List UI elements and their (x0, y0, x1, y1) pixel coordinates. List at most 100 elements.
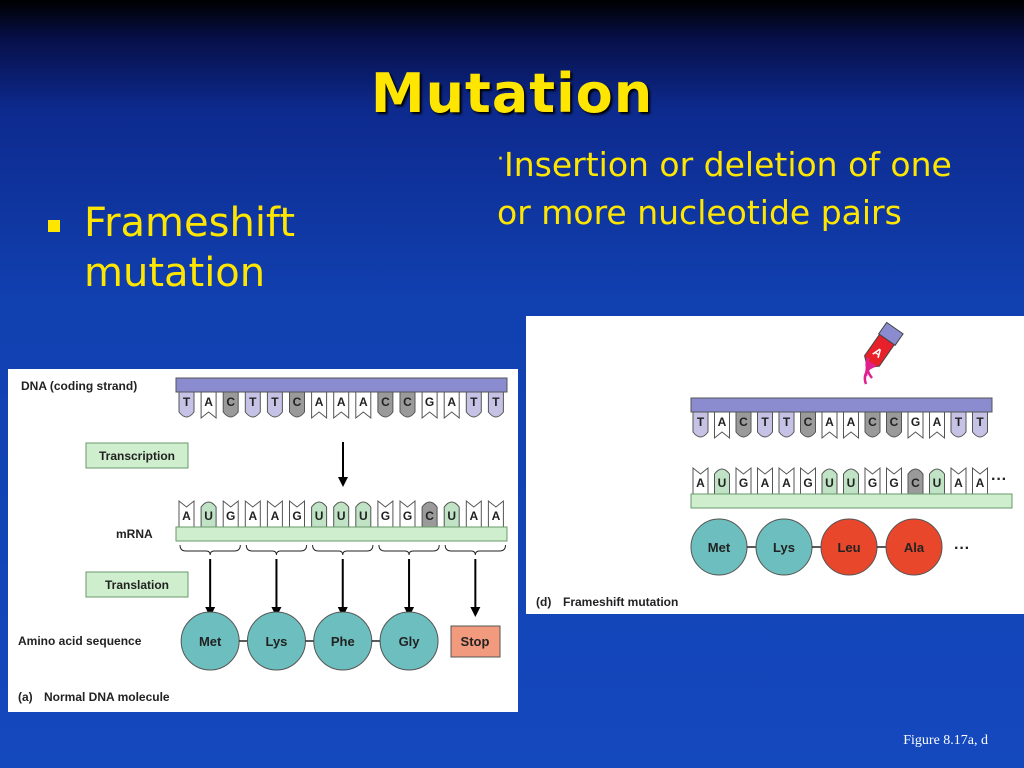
mrna-a-base-7 (333, 501, 350, 528)
bullet-frameshift: Frameshift mutation (48, 198, 384, 298)
codon-brackets (179, 544, 506, 556)
mutant-amino-acid-label-3: Ala (904, 540, 925, 555)
mrna-a-letter-4: A (271, 509, 280, 523)
dna-a-base-6 (311, 391, 328, 420)
dna-a-base-9 (377, 391, 394, 418)
dna-d-base-1 (714, 411, 730, 440)
dna-d-letter-10: G (911, 415, 920, 429)
amino-acid-label: Amino acid sequence (18, 634, 142, 648)
mutant-mrna-backbone (690, 493, 1013, 509)
dna-a-base-1 (200, 391, 217, 420)
mrna-a-letter-7: U (337, 509, 346, 523)
amino-ellipsis: ··· (954, 540, 970, 557)
definition-body: Insertion or deletion of one or more nuc… (497, 145, 952, 232)
dna-a-base-10 (399, 391, 416, 418)
dna-a-letter-6: A (315, 395, 324, 409)
definition-text: ·Insertion or deletion of one or more nu… (497, 136, 977, 237)
dna-a-letter-11: G (425, 395, 434, 409)
transcription-arrow-head (338, 477, 348, 487)
dna-a-letter-4: T (271, 395, 279, 409)
dna-a-letter-3: T (249, 395, 257, 409)
amino-acid-label-3: Gly (399, 634, 421, 649)
amino-acid-3 (379, 611, 439, 671)
amino-acid-label-0: Met (199, 634, 222, 649)
mrna-d-base-6 (821, 468, 838, 495)
mrna-a-base-6 (311, 501, 328, 528)
dna-backbone (175, 377, 508, 393)
dna-a-letter-2: C (226, 395, 235, 409)
dna-d-base-3 (757, 411, 773, 438)
figure-reference: Figure 8.17a, d (903, 733, 988, 748)
insertion-arrow (864, 357, 873, 379)
mrna-a-base-11 (421, 501, 438, 528)
dna-a-base-14 (487, 391, 504, 418)
mrna-a-letter-11: C (425, 509, 434, 523)
mrna-d-letter-12: A (954, 476, 963, 490)
codon-bracket-1 (245, 544, 308, 556)
dna-a-base-8 (355, 391, 372, 420)
mrna-a-letter-9: G (381, 509, 390, 523)
mutant-amino-acid-label-0: Met (708, 540, 731, 555)
dna-a-base-0 (178, 391, 195, 418)
dna-d-letter-0: T (697, 415, 705, 429)
dna-d-letter-9: C (890, 415, 899, 429)
dna-a-letter-13: T (470, 395, 478, 409)
mrna-d-letter-7: U (847, 476, 856, 490)
mrna-a-letter-1: U (204, 509, 213, 523)
caption-frameshift: Frameshift mutation (563, 595, 678, 609)
mrna-a-base-8 (355, 501, 372, 528)
translation-label: Translation (105, 578, 169, 592)
mrna-a-base-12 (443, 501, 460, 528)
caption-normal: Normal DNA molecule (44, 690, 170, 704)
mrna-d-letter-3: A (761, 476, 770, 490)
mrna-a-base-1 (200, 501, 217, 528)
dna-d-base-9 (886, 411, 902, 438)
caption-letter-a: (a) (18, 690, 33, 704)
dna-a-letter-5: C (293, 395, 302, 409)
dna-d-letter-12: T (955, 415, 963, 429)
inserted-nucleotide: A (864, 321, 904, 369)
dna-d-letter-8: C (868, 415, 877, 429)
amino-acid-label-1: Lys (265, 634, 287, 649)
mutant-amino-acid-label-1: Lys (773, 540, 795, 555)
mrna-a-letter-2: G (226, 509, 235, 523)
dna-a-letter-7: A (337, 395, 346, 409)
dna-a-letter-14: T (492, 395, 500, 409)
dna-a-letter-8: A (359, 395, 368, 409)
mrna-label: mRNA (116, 527, 153, 541)
dna-d-letter-2: C (739, 415, 748, 429)
dna-d-letter-11: A (933, 415, 942, 429)
mutant-amino-acid-chain: Met Lys Leu Ala (690, 518, 943, 576)
dna-d-letter-3: T (761, 415, 769, 429)
mrna-d-letter-11: U (933, 476, 942, 490)
mrna-d-letter-13: A (976, 476, 985, 490)
mrna-d-base-1 (714, 468, 730, 495)
dna-a-base-7 (333, 391, 350, 420)
dna-d-letter-7: A (847, 415, 856, 429)
dna-d-letter-4: T (783, 415, 791, 429)
dna-d-base-12 (950, 411, 967, 438)
mrna-d-letter-5: G (803, 476, 812, 490)
mutant-amino-acid-label-2: Leu (837, 540, 860, 555)
translation-box (85, 571, 189, 598)
mrna-d-letter-0: A (696, 476, 705, 490)
dna-d-base-8 (864, 411, 881, 438)
mrna-d-letter-9: G (889, 476, 898, 490)
mutant-dna-backbone (690, 397, 993, 413)
mrna-ellipsis: ··· (991, 471, 1007, 488)
bullet-text: Frameshift mutation (84, 200, 295, 296)
codon-bracket-0 (179, 544, 241, 556)
mrna-a-letter-5: G (292, 509, 301, 523)
mrna-d-letter-8: G (868, 476, 877, 490)
mrna-a-letter-10: G (403, 509, 412, 523)
mrna-a-letter-3: A (248, 509, 257, 523)
mrna-a-letter-14: A (492, 509, 501, 523)
amino-acid-label-2: Phe (331, 634, 355, 649)
amino-acid-chain: Met Lys Phe Gly (180, 611, 439, 671)
dna-d-letter-1: A (718, 415, 727, 429)
dna-a-letter-0: T (183, 395, 191, 409)
